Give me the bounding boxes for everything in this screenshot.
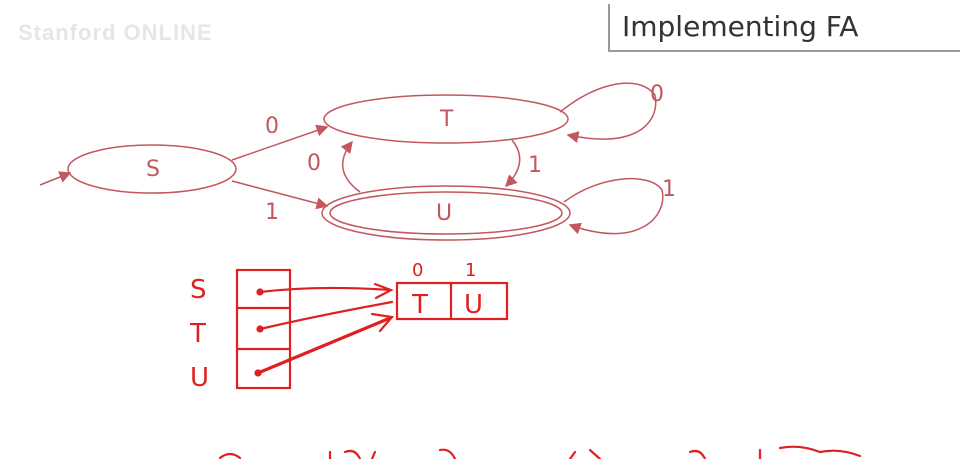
start-arrow [39,171,72,186]
row-label-t: T [189,319,206,349]
edge-u-self-loop-label: 1 [662,177,676,202]
row-label-u: U [190,363,209,393]
stanford-online-logo: Stanford ONLINE [18,20,213,45]
slide-title-box: Implementing FA [608,4,960,52]
column-header-1: 1 [465,260,476,281]
state-t-node [323,94,569,144]
state-u-node-inner [329,191,563,235]
edge-s-to-t-label: 0 [265,114,279,139]
column-header-0: 0 [412,260,423,281]
edge-u-to-t [340,140,361,193]
edge-t-to-u [504,139,521,188]
automaton-diagram [39,82,664,241]
edge-t-self-loop-label: 0 [650,82,664,107]
edge-s-to-u-label: 1 [265,200,279,225]
shared-row-cell-1: U [464,290,483,320]
state-t-label: T [439,107,454,132]
edge-t-to-u-label: 1 [528,153,542,178]
edge-u-to-t-label: 0 [307,151,321,176]
state-s-node [67,144,237,194]
state-s-label: S [146,157,160,182]
edge-u-self-loop [563,178,664,235]
row-label-s: S [190,275,207,305]
state-u-node-outer [321,185,571,241]
handwritten-table [218,268,862,459]
state-u-label: U [436,201,452,226]
edge-t-self-loop [559,82,657,144]
pointer-column [235,268,292,390]
edge-s-to-t [231,124,329,161]
edge-s-to-u [231,180,329,210]
pointer-arrows [254,282,395,377]
shared-row-cell-0: T [411,290,428,320]
slide-title: Implementing FA [622,10,859,43]
